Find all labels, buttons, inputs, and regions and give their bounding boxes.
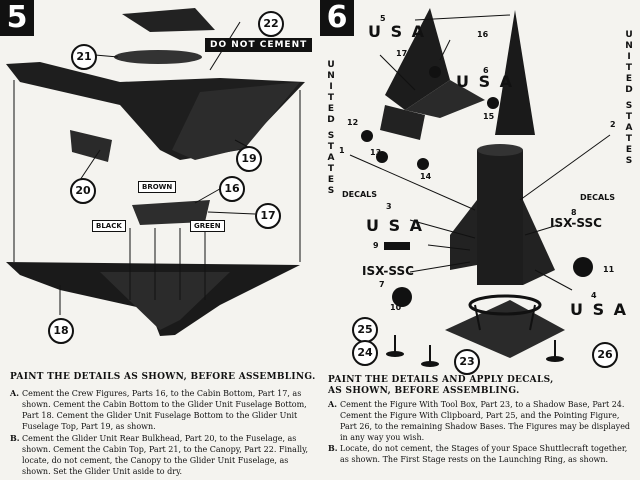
decal-letter: E: [327, 175, 335, 185]
step-5-page: 5 22 21 DO: [0, 0, 321, 480]
decal-letter: A: [327, 153, 335, 163]
paint-green-label: GREEN: [190, 220, 225, 232]
decal-letter: N: [625, 41, 633, 51]
callout-24: 24: [352, 340, 378, 366]
decal-letter: S: [625, 156, 633, 166]
glider-assembly-diagram: [6, 8, 305, 336]
decal-letter: U: [327, 60, 335, 70]
usa-decal-middle: U S A: [366, 216, 425, 235]
step-6-instruction-a: A. Cement the Figure With Tool Box, Part…: [328, 399, 634, 443]
step-6-heading-line-2: AS SHOWN, BEFORE ASSEMBLING.: [328, 386, 520, 396]
do-not-cement-tag: DO NOT CEMENT: [205, 38, 313, 52]
decal-letter: T: [625, 63, 633, 73]
callout-22: 22: [258, 11, 284, 37]
decal-letter: S: [625, 101, 633, 111]
instruction-key: A.: [328, 399, 337, 409]
decal-letter: T: [625, 134, 633, 144]
decal-number-17: 17: [396, 49, 408, 58]
callout-20: 20: [70, 178, 96, 204]
instruction-text: Locate, do not cement, the Stages of you…: [340, 444, 628, 464]
decal-letter: I: [329, 82, 333, 92]
decal-letter: E: [625, 145, 633, 155]
decal-letter: D: [327, 115, 335, 125]
step-5-instruction-a: A. Cement the Crew Figures, Parts 16, to…: [10, 388, 312, 432]
usa-decal-upper-stage: U S A: [456, 72, 515, 91]
decal-number-10: 10: [390, 303, 402, 312]
callout-21: 21: [71, 44, 97, 70]
decal-number-3: 3: [386, 202, 392, 211]
step-5-instruction-b: B. Cement the Glider Unit Rear Bulkhead,…: [10, 433, 312, 477]
decal-number-5: 5: [380, 14, 386, 23]
decal-number-8: 8: [571, 208, 577, 217]
step-6-instruction-b: B. Locate, do not cement, the Stages of …: [328, 443, 634, 465]
isx-ssc-decal-left: ISX-SSC: [362, 264, 414, 278]
decal-number-4: 4: [591, 291, 597, 300]
instruction-text: Cement the Glider Unit Rear Bulkhead, Pa…: [22, 434, 309, 476]
step-number: 6: [320, 0, 354, 36]
decals-label-right: DECALS: [580, 193, 616, 202]
decals-label-left: DECALS: [342, 190, 378, 199]
instruction-text: Cement the Figure With Tool Box, Part 23…: [340, 400, 631, 442]
decal-letter: E: [625, 74, 633, 84]
step-6-page: 6: [320, 0, 640, 480]
decal-number-9: 9: [373, 241, 379, 250]
decal-number-15: 15: [483, 112, 495, 121]
instruction-key: B.: [10, 433, 20, 443]
usa-decal-top: U S A: [368, 22, 427, 41]
decal-number-14: 14: [420, 172, 432, 181]
vertical-decal-right: U N I T E D S T A T E S: [624, 30, 634, 167]
decal-letter: T: [327, 142, 335, 152]
decal-letter: E: [327, 104, 335, 114]
callout-17: 17: [255, 203, 281, 229]
decal-number-6: 6: [483, 66, 489, 75]
instruction-text: Cement the Crew Figures, Parts 16, to th…: [22, 389, 307, 431]
decal-letter: T: [327, 164, 335, 174]
callout-19: 19: [236, 146, 262, 172]
decal-number-11: 11: [603, 265, 615, 274]
decal-letter: I: [627, 52, 631, 62]
callout-16: 16: [219, 176, 245, 202]
shuttlecraft-stages-diagram: [349, 8, 611, 367]
step-number: 5: [0, 0, 34, 36]
small-decal-9: [384, 242, 410, 250]
step-5-heading: PAINT THE DETAILS AS SHOWN, BEFORE ASSEM…: [10, 372, 316, 382]
instruction-key: B.: [328, 443, 338, 453]
decal-letter: D: [625, 85, 633, 95]
paint-black-label: BLACK: [92, 220, 126, 232]
paint-brown-label: BROWN: [138, 181, 177, 193]
decal-number-2: 2: [610, 120, 616, 129]
callout-25: 25: [352, 317, 378, 343]
callout-23: 23: [454, 349, 480, 375]
instruction-key: A.: [10, 388, 19, 398]
decal-letter: T: [625, 112, 633, 122]
step-6-heading-line-1: PAINT THE DETAILS AND APPLY DECALS,: [328, 375, 554, 385]
decal-letter: U: [625, 30, 633, 40]
decal-letter: S: [327, 131, 335, 141]
decal-number-13: 13: [370, 148, 382, 157]
callout-26: 26: [592, 342, 618, 368]
decal-number-1: 1: [339, 146, 345, 155]
callout-18: 18: [48, 318, 74, 344]
decal-number-7: 7: [379, 280, 385, 289]
decal-letter: A: [625, 123, 633, 133]
usa-decal-bottom: U S A: [570, 300, 629, 319]
vertical-decal-left: U N I T E D S T A T E S: [326, 60, 336, 197]
decal-number-16: 16: [477, 30, 489, 39]
isx-ssc-decal-right: ISX-SSC: [550, 216, 602, 230]
decal-letter: S: [327, 186, 335, 196]
decal-number-12: 12: [347, 118, 359, 127]
decal-letter: T: [327, 93, 335, 103]
decal-letter: N: [327, 71, 335, 81]
